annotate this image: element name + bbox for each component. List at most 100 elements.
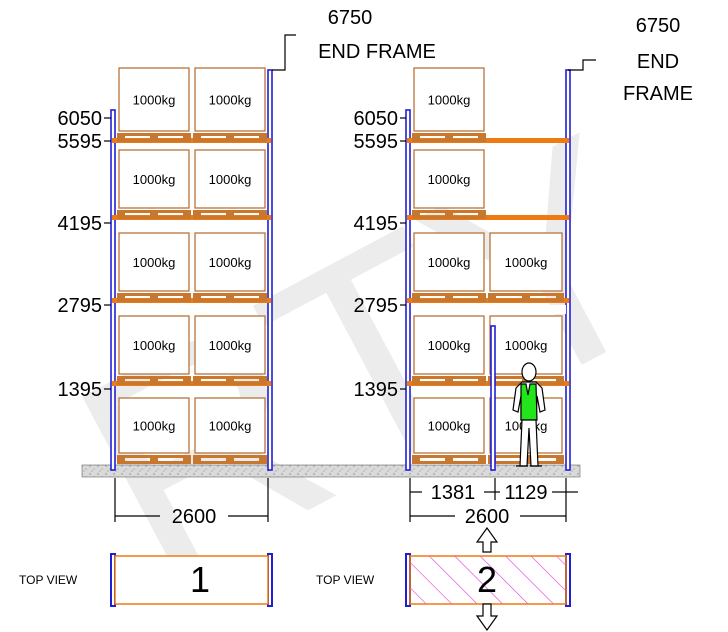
rack1-pallet-0-2-block-0	[117, 295, 125, 300]
rack2-pallet-1-2-base	[488, 299, 564, 302]
rack2-pallet-0-2-block-1	[445, 295, 453, 300]
rack1-load-label-0-0: 1000kg	[133, 93, 176, 108]
rack2-level-label-4: 1395	[354, 379, 399, 401]
rack1-pallet-1-1-block-0	[193, 212, 201, 217]
rack1-level-label-4: 1395	[58, 379, 103, 401]
rack2-load-0-3	[413, 315, 485, 375]
top-view-2-label: TOP VIEW	[316, 573, 375, 587]
rack2-load-0-4	[413, 397, 485, 454]
rack2-pallet-0-2-deck	[412, 293, 486, 296]
rack-1-top-leader	[272, 34, 296, 71]
rack1-pallet-0-3-block-1	[150, 378, 158, 383]
rack1-pallet-0-3-base	[117, 382, 191, 385]
rack1-pallet-0-2-deck	[117, 293, 191, 296]
rack-2-elevation: 1000kg1000kg1000kg1000kg1000kg1000kg1000…	[354, 67, 571, 471]
rack1-pallet-1-3-block-2	[259, 378, 267, 383]
rack2-pallet-0-4-base	[412, 461, 486, 464]
rack1-pallet-0-1-block-0	[117, 212, 125, 217]
rack1-pallet-0-0-block-0	[117, 135, 125, 140]
rack2-level-label-1: 5595	[354, 131, 399, 153]
rack1-load-0-2	[118, 232, 190, 292]
rack2-pallet-0-2-base	[412, 299, 486, 302]
rack-2-top-leader	[568, 59, 596, 71]
rack2-beam-1	[407, 215, 569, 220]
rack-1-elevation: 1000kg1000kg1000kg1000kg1000kg1000kg1000…	[58, 67, 273, 471]
rack-2-split-right-label: 1129	[504, 482, 547, 504]
rack1-load-0-3	[118, 315, 190, 375]
rack1-load-1-2	[194, 232, 266, 292]
rack1-pallet-1-0-block-1	[226, 135, 234, 140]
top-view-2-hatch-area	[409, 555, 567, 605]
rack-2-top-label-line1: END	[637, 51, 679, 73]
rack1-pallet-0-0-block-1	[150, 135, 158, 140]
rack2-level-label-2: 4195	[354, 213, 399, 235]
rack1-load-label-1-2: 1000kg	[209, 255, 252, 270]
rack1-pallet-1-4-deck	[193, 455, 267, 458]
rack2-load-label-0-2: 1000kg	[428, 255, 471, 270]
rack2-open-bay-mask	[495, 305, 566, 314]
rack2-pallet-0-4-block-0	[412, 457, 420, 462]
rack1-pallet-0-4-block-1	[150, 457, 158, 462]
rack1-pallet-1-1-base	[193, 216, 267, 219]
rack1-pallet-0-2-block-2	[183, 295, 191, 300]
rack1-load-label-0-2: 1000kg	[133, 255, 176, 270]
rack1-pallet-1-3-block-0	[193, 378, 201, 383]
rack1-load-label-1-4: 1000kg	[209, 419, 252, 434]
rack2-pallet-0-3-deck	[412, 376, 486, 379]
rack1-pallet-0-4-deck	[117, 455, 191, 458]
rack1-pallet-1-0-deck	[193, 133, 267, 136]
rack2-pallet-0-2-block-2	[478, 295, 486, 300]
rack1-pallet-0-3-block-2	[183, 378, 191, 383]
rack2-pallet-0-0-block-0	[412, 135, 420, 140]
rack2-pallet-1-2-block-0	[488, 295, 496, 300]
rack-2-width-label: 2600	[465, 506, 510, 528]
rack1-pallet-1-0-base	[193, 139, 267, 142]
top-view-1-number: 1	[190, 559, 210, 600]
rack2-load-0-0	[413, 67, 485, 132]
rack1-pallet-1-3-block-1	[226, 378, 234, 383]
rack2-pallet-0-3-block-0	[412, 378, 420, 383]
rack1-level-label-3: 2795	[58, 295, 103, 317]
rack2-pallet-1-4-block-2	[556, 457, 564, 462]
rack-1-width-label: 2600	[172, 506, 217, 528]
rack2-pallet-1-2-block-1	[522, 295, 530, 300]
rack1-pallet-1-3-base	[193, 382, 267, 385]
rack2-pallet-0-4-block-1	[445, 457, 453, 462]
rack1-level-label-0: 6050	[58, 108, 103, 130]
person-figure	[512, 362, 546, 467]
rack2-pallet-0-1-base	[412, 216, 486, 219]
top-view-2-number: 2	[477, 559, 497, 600]
rack2-pallet-0-4-block-2	[478, 457, 486, 462]
rack1-pallet-0-1-block-1	[150, 212, 158, 217]
rack1-pallet-0-4-block-2	[183, 457, 191, 462]
rack1-pallet-1-2-deck	[193, 293, 267, 296]
rack1-load-0-4	[118, 397, 190, 454]
rack1-pallet-1-2-block-2	[259, 295, 267, 300]
rack1-pallet-0-2-block-1	[150, 295, 158, 300]
rack2-pallet-0-0-block-1	[445, 135, 453, 140]
rack2-pallet-1-2-block-2	[556, 295, 564, 300]
rack2-load-label-0-1: 1000kg	[428, 172, 471, 187]
rack1-load-1-0	[194, 67, 266, 132]
rack2-pallet-0-1-block-2	[478, 212, 486, 217]
rack2-upright-1	[565, 69, 571, 471]
floor-slab	[81, 464, 581, 478]
rack-2-top-label-line2: FRAME	[623, 83, 693, 105]
rack2-pallet-0-1-block-1	[445, 212, 453, 217]
rack1-level-label-2: 4195	[58, 213, 103, 235]
rack2-pallet-1-2-deck	[488, 293, 564, 296]
rack1-pallet-1-2-base	[193, 299, 267, 302]
rack2-load-label-1-3: 1000kg	[505, 338, 548, 353]
rack1-pallet-0-3-block-0	[117, 378, 125, 383]
rack-2-width-dimension	[409, 478, 578, 522]
rack1-pallet-0-0-deck	[117, 133, 191, 136]
rack1-pallet-1-1-deck	[193, 210, 267, 213]
rack1-upright-1	[267, 69, 273, 471]
rack-1-top-label: END FRAME	[318, 41, 436, 63]
rack2-pallet-0-2-block-0	[412, 295, 420, 300]
rack1-pallet-0-1-block-2	[183, 212, 191, 217]
rack2-load-0-2	[413, 232, 485, 292]
rack2-pallet-0-3-base	[412, 382, 486, 385]
rack1-pallet-0-0-base	[117, 139, 191, 142]
rack1-pallet-0-0-block-2	[183, 135, 191, 140]
